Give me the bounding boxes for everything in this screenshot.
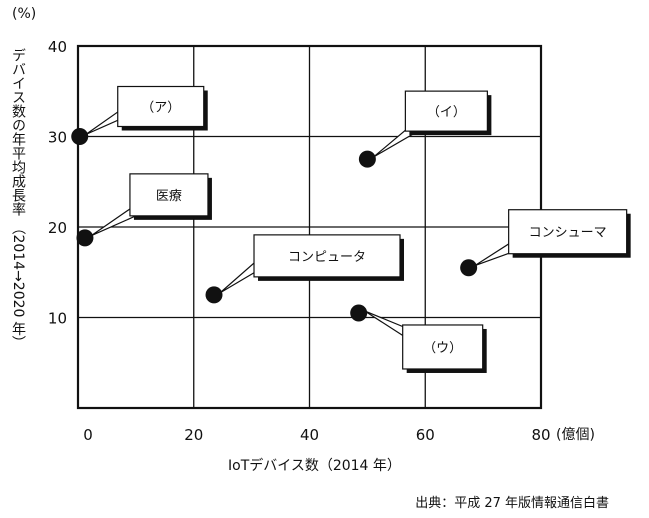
point-label-5: （ウ） <box>423 341 462 356</box>
callout-box-0 <box>117 85 205 128</box>
callout-box-5 <box>402 324 484 370</box>
y-tick-label-1: 20 <box>48 219 67 237</box>
data-point-0 <box>71 128 89 145</box>
point-label-4: コンピュータ <box>288 250 366 265</box>
x-axis-label: IoTデバイス数（2014 年） <box>228 458 401 474</box>
callout-box-4 <box>253 234 401 278</box>
callout-box-2 <box>129 173 209 217</box>
y-tick-label-3: 40 <box>48 38 67 56</box>
x-tick-label-0: 0 <box>83 426 93 444</box>
data-point-2 <box>76 229 94 247</box>
callout-box-1 <box>404 90 488 132</box>
point-label-2: 医療 <box>156 189 182 204</box>
data-point-5 <box>350 304 368 322</box>
source-note: 出典：平成 27 年版情報通信白書 <box>415 496 609 511</box>
callout-box-3 <box>508 209 628 255</box>
y-axis-unit: (%) <box>12 6 37 22</box>
y-axis-label: デバイス数の年平均成長率 （2014→2020 年） <box>10 48 26 350</box>
data-point-1 <box>358 150 376 168</box>
x-tick-label-3: 60 <box>416 426 435 444</box>
data-point-3 <box>460 259 478 277</box>
x-axis-unit: (億個) <box>556 427 595 443</box>
point-label-3: コンシューマ <box>529 226 607 241</box>
x-tick-label-4: 80 <box>531 426 550 444</box>
y-tick-label-0: 10 <box>48 310 67 328</box>
point-label-1: （イ） <box>427 105 466 120</box>
y-tick-label-2: 30 <box>48 129 67 147</box>
data-point-4 <box>205 286 223 304</box>
x-tick-label-1: 20 <box>184 426 203 444</box>
point-label-0: （ア） <box>141 101 180 116</box>
x-tick-label-2: 40 <box>300 426 319 444</box>
